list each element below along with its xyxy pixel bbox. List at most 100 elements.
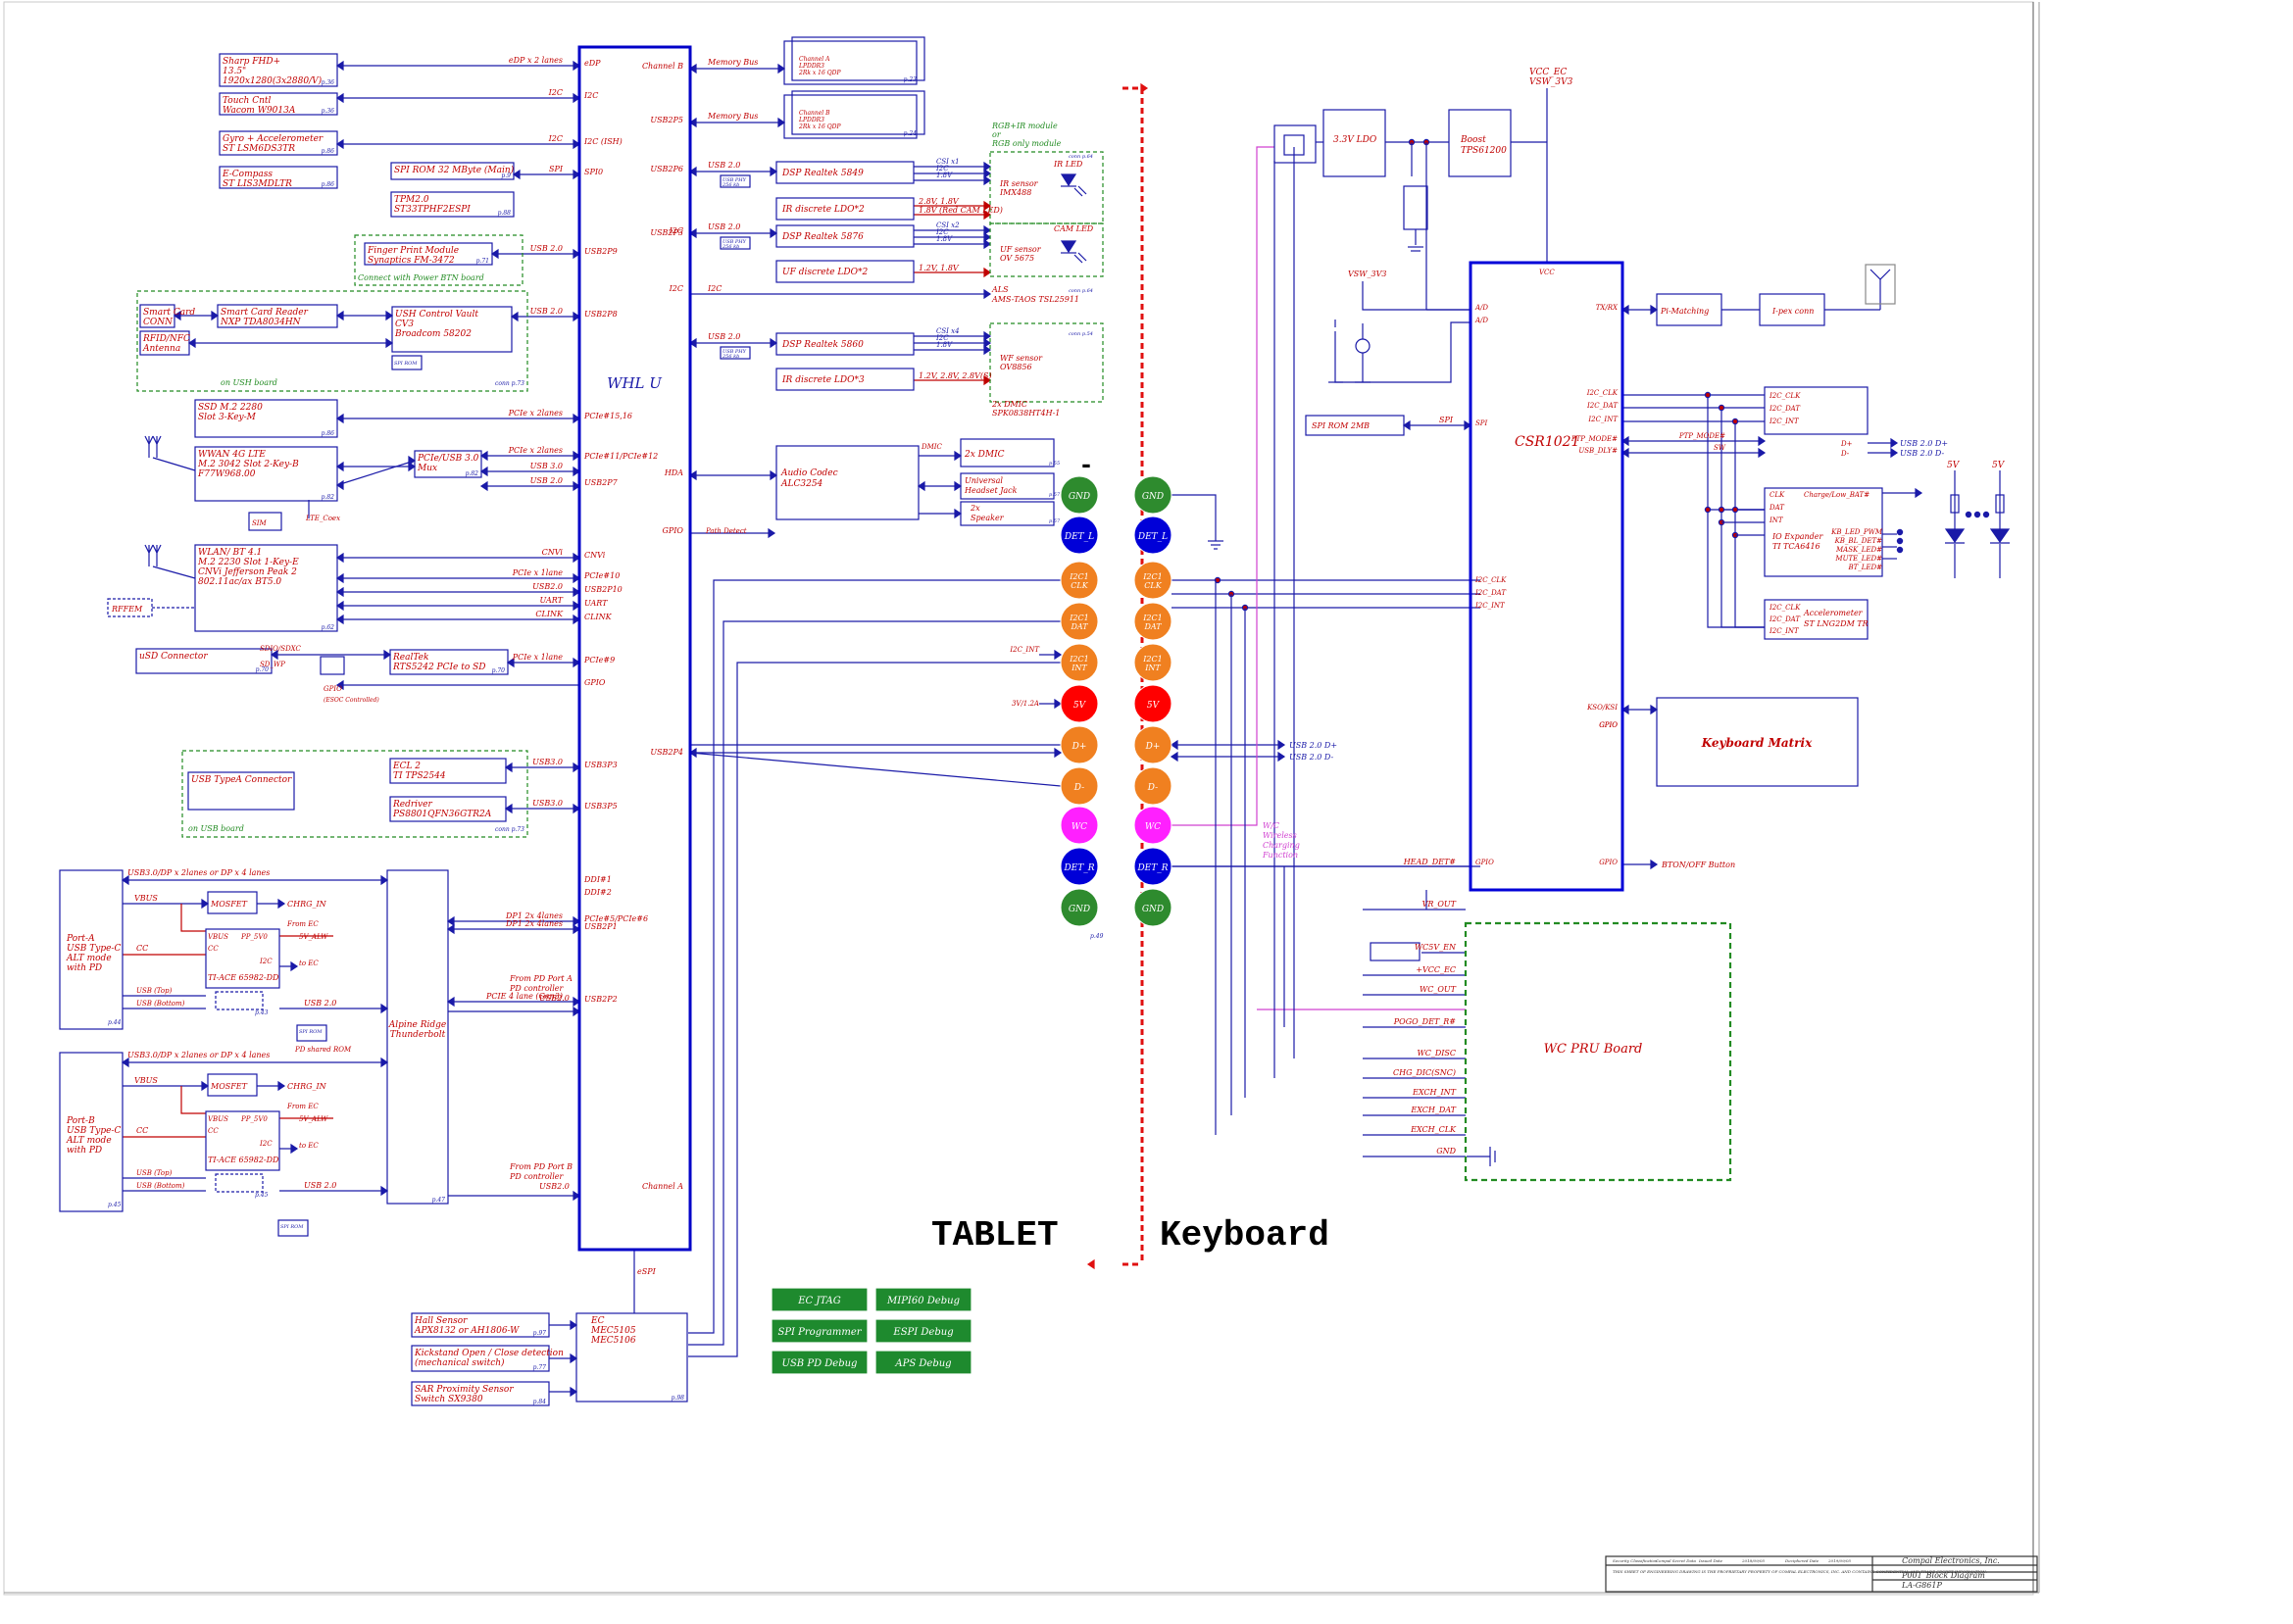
page-ref: p.47 <box>432 1197 446 1204</box>
label: conn p.73 <box>495 826 524 833</box>
wire <box>1077 185 1087 195</box>
label: Compal Secret Data <box>1656 1558 1696 1563</box>
block-text: Thunderbolt <box>390 1030 446 1040</box>
memory-box <box>783 94 918 139</box>
block-text: Hall Sensor <box>414 1316 468 1326</box>
pin-label: GND <box>1142 905 1164 914</box>
pin-label-line: INT <box>1071 664 1087 672</box>
label: I2C <box>707 284 722 293</box>
wire <box>688 662 1061 1357</box>
arrowhead <box>290 1143 299 1155</box>
block-text: Switch SX9380 <box>415 1395 483 1404</box>
wire <box>1171 494 1217 541</box>
arrowhead <box>573 657 581 668</box>
connector-pin <box>1133 561 1172 600</box>
pin-label: DET_L <box>1064 532 1094 542</box>
pin-label-line: DAT <box>1070 622 1088 631</box>
label: Connect with Power BTN board <box>358 273 484 282</box>
arrowhead <box>1650 704 1659 715</box>
pin-label-line: I2C1 <box>1142 614 1162 622</box>
label: 5V_ALW <box>299 933 328 941</box>
label: TPS61200 <box>1461 146 1507 156</box>
arrowhead <box>573 915 581 927</box>
dsp-box <box>775 260 915 283</box>
label: A/D <box>1474 317 1488 324</box>
block-text: PCIe/USB 3.0 <box>417 454 479 464</box>
signal-label: eDP x 2 lanes <box>509 56 563 65</box>
block-22 <box>411 1345 550 1372</box>
label: CSI x2 <box>936 221 960 229</box>
arrowhead <box>573 169 581 180</box>
debug-button <box>874 1350 972 1375</box>
label: I2C_INT <box>1009 646 1040 654</box>
label: MOSFET <box>210 1082 248 1091</box>
block-21 <box>411 1312 550 1338</box>
label: KB_LED_PWM <box>1830 528 1883 536</box>
connector-pin <box>1060 561 1099 600</box>
arrowhead <box>688 747 697 759</box>
arrowhead <box>1464 419 1472 431</box>
cpu-pin: USB2P7 <box>584 478 619 487</box>
usb-phy-box <box>720 346 751 360</box>
sd-switch-box <box>320 656 345 675</box>
arrowhead <box>983 344 992 356</box>
arrowhead <box>335 600 344 612</box>
label: From EC <box>286 1103 319 1110</box>
label: USB Type-C <box>67 1126 121 1136</box>
signal-label: CLINK <box>535 610 564 618</box>
label: USB2.0 <box>539 1182 570 1191</box>
debug-button <box>771 1287 869 1312</box>
led-symbol <box>1944 528 1966 544</box>
block-text: Mux <box>417 464 437 473</box>
wire <box>1073 187 1083 197</box>
label: ALC3254 <box>780 479 823 489</box>
wire <box>688 620 1061 1346</box>
arrowhead <box>1277 751 1286 763</box>
label: USB 2.0 D+ <box>1900 439 1948 448</box>
arrowhead <box>983 231 992 243</box>
arrowhead <box>573 311 581 322</box>
label: USB 2.0 D- <box>1900 449 1944 458</box>
label: EXCH_INT <box>1412 1088 1457 1097</box>
arrowhead <box>570 1386 578 1398</box>
connector-pin <box>1060 766 1099 806</box>
arrowhead <box>408 461 417 472</box>
signal-label: SPI <box>549 165 564 173</box>
arrowhead <box>335 572 344 584</box>
label: CSR1021 <box>1515 434 1579 450</box>
arrowhead <box>121 1057 129 1068</box>
pin-label: GND <box>1069 492 1090 502</box>
arrowhead <box>983 161 992 172</box>
cpu-pin: UART <box>584 599 608 608</box>
label: EXCH_DAT <box>1410 1106 1456 1114</box>
label: Deciphered Date <box>1784 1558 1819 1563</box>
usb-mux-box <box>215 1173 264 1193</box>
label: 256 kb <box>722 182 739 188</box>
label: SDIO/SDXC <box>260 645 302 653</box>
arrowhead <box>983 168 992 179</box>
label: I2C <box>935 228 949 236</box>
arrowhead <box>688 337 697 349</box>
arrowhead <box>983 200 992 212</box>
signal-label: PCIe x 2lanes <box>508 409 563 418</box>
block-text: Broadcom 58202 <box>394 329 472 339</box>
label: 2Rk x 16 QDP <box>798 123 841 130</box>
label: Port-A <box>66 934 95 944</box>
debug-button <box>874 1287 972 1312</box>
port-box <box>59 869 124 1030</box>
led-symbol <box>1060 240 1077 254</box>
label: W/C <box>1263 821 1279 830</box>
label: DP1 2x 4lanes <box>505 911 563 920</box>
pin-label-line: I2C1 <box>1142 572 1162 581</box>
block-1 <box>219 92 338 116</box>
arrowhead <box>201 898 210 910</box>
label: (ESOC Controlled) <box>324 697 379 704</box>
label: IR discrete LDO*2 <box>781 205 865 215</box>
dsp-box <box>775 368 915 391</box>
block-10 <box>139 330 190 356</box>
junction-dot <box>1896 528 1904 536</box>
arrowhead <box>570 1319 578 1331</box>
label: VBUS <box>134 894 158 903</box>
wire <box>1734 421 1765 628</box>
